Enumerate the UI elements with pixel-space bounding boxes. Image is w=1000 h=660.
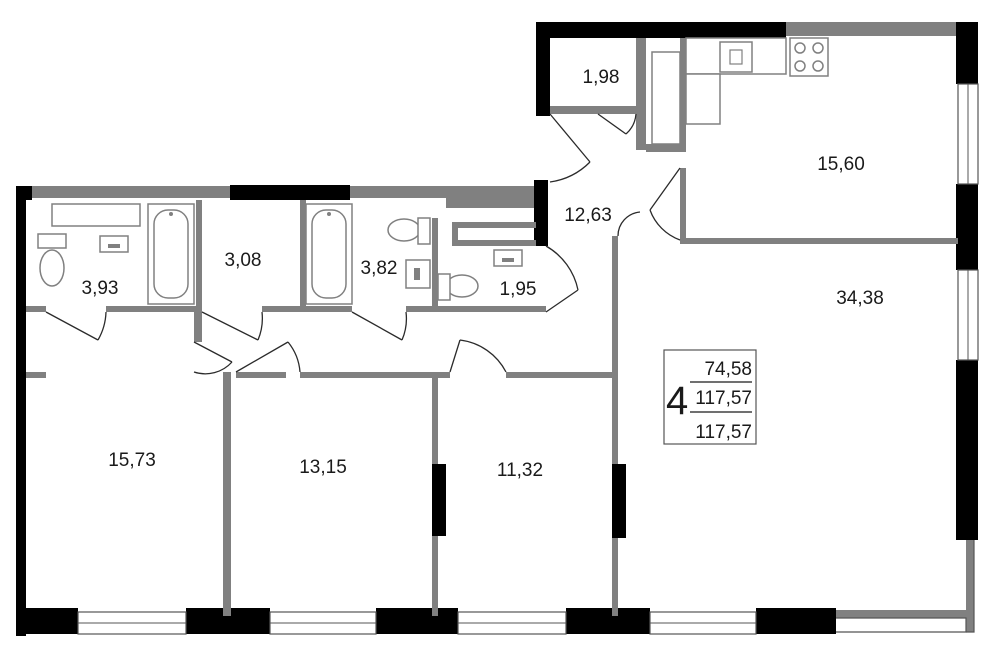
living-area: 74,58 xyxy=(704,359,752,380)
windows xyxy=(77,83,979,635)
fixtures xyxy=(37,37,829,305)
door-icon xyxy=(617,211,641,237)
room-count: 4 xyxy=(666,379,688,423)
apartment-summary: 4 74,58 117,57 117,57 xyxy=(663,349,757,445)
door-icon xyxy=(45,311,107,341)
interior-partitions xyxy=(26,38,958,616)
door-icon xyxy=(351,311,408,341)
total-area: 117,57 xyxy=(695,388,752,409)
room-area-bath1: 3,93 xyxy=(82,278,119,299)
doors xyxy=(45,113,681,375)
summary-frame xyxy=(663,349,757,445)
room-area-living: 34,38 xyxy=(836,288,884,309)
door-icon xyxy=(549,113,591,183)
total-area-secondary: 117,57 xyxy=(695,422,752,443)
room-area-bedroom2: 13,15 xyxy=(299,457,347,478)
room-area-bath2: 3,82 xyxy=(361,258,398,279)
room-area-storage: 3,08 xyxy=(225,250,262,271)
bathtub-inner-icon xyxy=(153,209,189,299)
door-icon xyxy=(649,167,681,241)
door-icon xyxy=(193,341,233,375)
exterior-walls xyxy=(16,22,978,636)
toilet-icon xyxy=(445,274,479,298)
room-area-closet: 1,98 xyxy=(583,67,620,88)
room-labels: 1,98 15,60 12,63 3,93 3,08 3,82 1,95 34,… xyxy=(82,67,884,481)
shelf-icon xyxy=(51,203,141,227)
sink-icon xyxy=(719,41,753,73)
door-icon xyxy=(201,311,264,341)
toilet-icon xyxy=(39,249,65,287)
door-icon xyxy=(545,245,579,313)
room-area-wc: 1,95 xyxy=(500,279,537,300)
room-area-kitchen: 15,60 xyxy=(817,154,865,175)
stove-icon xyxy=(789,37,829,77)
door-icon xyxy=(449,339,507,373)
toilet-icon xyxy=(387,218,421,242)
door-icon xyxy=(597,113,637,135)
wardrobe-icon xyxy=(651,51,681,145)
toilet-tank-icon xyxy=(37,233,67,249)
room-area-bedroom1: 15,73 xyxy=(108,450,156,471)
room-area-bedroom3: 11,32 xyxy=(497,460,543,481)
room-area-hall: 12,63 xyxy=(564,205,612,226)
door-icon xyxy=(235,341,301,373)
